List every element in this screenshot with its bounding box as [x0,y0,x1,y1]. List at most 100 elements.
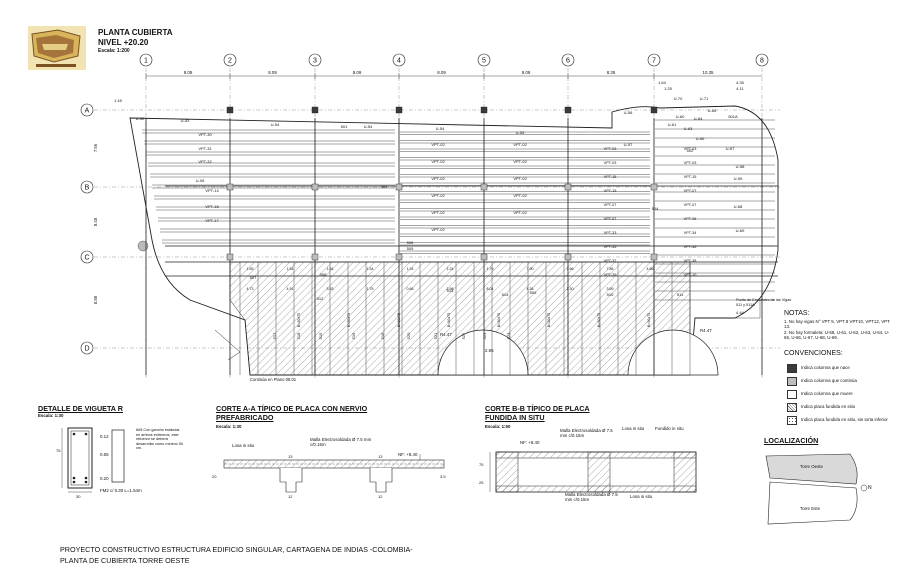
structural-column [650,106,658,114]
beam-vpt-label: VPT-02 [431,210,445,215]
small-dimension-label: 2.30 [567,287,574,291]
convention-row: Indica placa fundida en sitio [787,403,900,414]
beam-vpt-label: VPT-03 [604,147,617,151]
section-bb-title: CORTE B-B TÍPICO DE PLACA FUNDIDA IN SIT… [485,404,590,422]
detail-r-note: 6#5 Con gancho estándar en ambos extremo… [136,428,184,451]
slab-label: 516 [380,332,385,339]
bottom-dim-label: 2.96 [485,348,494,353]
radius-left-label: R4.47 [440,332,452,337]
beam-u-label: U-68 [734,204,743,209]
column-bubble [755,53,769,67]
small-dimension-label: 1.79 [487,267,494,271]
column-bubble-label: 7 [652,58,656,65]
notes-heading: NOTAS: [784,310,810,317]
tower-east-shape [767,481,858,525]
beam-vpt-label: VPT-02 [431,193,445,198]
beam-u-label: U-58 [736,164,745,169]
row-bubble [80,250,94,264]
slab-label: 505 [407,246,414,251]
detail-r-dim-012: 0.12 [100,434,109,439]
beam-vpt-label: VPT-06 [684,217,697,221]
convention-label: Indica columna que nace [801,365,850,370]
section-size-label: B=30x75 [397,313,401,327]
beam-u-label: U-69 [736,228,745,233]
detail-r-scale: Escala: 1:30 [38,413,64,418]
left-circular-void [437,329,529,376]
column-bubble [308,53,322,67]
column-bubble-label: 8 [760,58,764,65]
callout-leader [700,300,761,319]
section-aa-label-nf: NF: +8.40 [398,452,418,457]
logo-graphic [31,29,81,67]
section-size-label: B=30x75 [597,313,601,327]
column-bubble-label: 2 [228,58,232,65]
structural-column [480,183,488,191]
beam-vpt-label: VPT-02 [513,176,527,181]
structural-column [395,106,403,114]
section-bb-label-25: 25 [479,480,484,485]
section-bb-label-malla-top: Malla Electrosoldada Ø 7.5 mm c/0.15m [560,428,613,439]
small-dimension-label: 4.36 [527,287,534,291]
beam-vpt-label: VPT-02 [513,142,527,147]
convention-row: Indica columna que continúa [787,377,900,388]
continues-note: Continúa en Plano 08.01 [250,377,297,382]
small-dimension-label: 1.75 [367,287,374,291]
section-bb-label-malla-bottom: Malla Electrosoldada Ø 7.5 mm c/0.15m [565,492,618,503]
beam-vpt-label: VPT-10 [684,273,697,277]
convention-row: Indica columna que muere [787,390,900,401]
structural-column [226,106,234,114]
beam-vpt-label: VPT-15 [604,189,617,193]
beam-vpt-label: VPT-31 [198,146,212,151]
slab-label: 512 [317,296,324,301]
beam-vpt-label: VPT-38 [684,259,697,263]
beam-u-label: U-71 [700,96,709,101]
top-dim-label: 1.25 [664,86,673,91]
beam-u-label: U-66 [696,136,705,141]
beam-vpt-label: VPT-16 [205,204,219,209]
leader-line-left [214,329,241,361]
note-item: 1. No hay vigas N° VPT 5, VPT 8 VPT10, V… [784,319,890,330]
convention-row: Indica placa fundida en sitio, sin torta… [787,416,900,427]
beam-u-label: U-65 [708,108,717,113]
section-aa-label-13b: 13 [378,454,383,459]
notes-panel: NOTAS: 1. No hay vigas N° VPT 5, VPT 8 V… [784,310,892,341]
column-bubble-label: 3 [313,58,317,65]
footer-project: PROYECTO CONSTRUCTIVO ESTRUCTURA EDIFICI… [60,545,413,554]
section-aa-label-malla: Malla Electrosoldada Ø 7.5 mm c/0.15m [310,437,372,448]
company-logo [28,26,86,70]
slab-label: 522 [461,332,466,339]
small-dimension-label: 7.86 [607,267,614,271]
left-dim-label: 7.56 [93,143,98,152]
beam-u-label: U-61 [668,122,677,127]
section-bb-label-fundido: Fundido in situ [655,426,684,431]
structural-column [311,183,319,191]
convention-label: Indica columna que muere [801,391,853,396]
small-dimension-label: 1.54 [367,267,374,271]
structural-column [395,253,403,261]
beam-vpt-label: VPT-02 [513,210,527,215]
slab-label: 517 [272,332,277,339]
section-aa-label-13a: 13 [288,454,293,459]
beam-u-label: U-60 [676,114,685,119]
slab-label: 510 [607,292,614,297]
structural-column [564,183,572,191]
beam-u-label: U-54 [364,124,373,129]
section-bb-label-losa-top: Losa in situ [622,426,645,431]
beam-vpt-label: VPT-15 [604,175,617,179]
convention-swatch [787,403,797,412]
small-dimension-label: 7.66 [567,267,574,271]
location-north: N [868,485,872,491]
convention-swatch [787,390,797,399]
top-dim-label: 4.35 [736,80,745,85]
beam-vpt-label: VPT-30 [198,132,212,137]
structural-column [650,253,658,261]
slab-label: 513 [447,288,454,293]
columns-group [226,106,658,261]
convention-swatch [787,416,797,425]
section-aa-scale: Escala: 1:30 [216,424,242,429]
section-size-label: B=30x75 [547,313,551,327]
structural-column [311,253,319,261]
structural-column [564,106,572,114]
